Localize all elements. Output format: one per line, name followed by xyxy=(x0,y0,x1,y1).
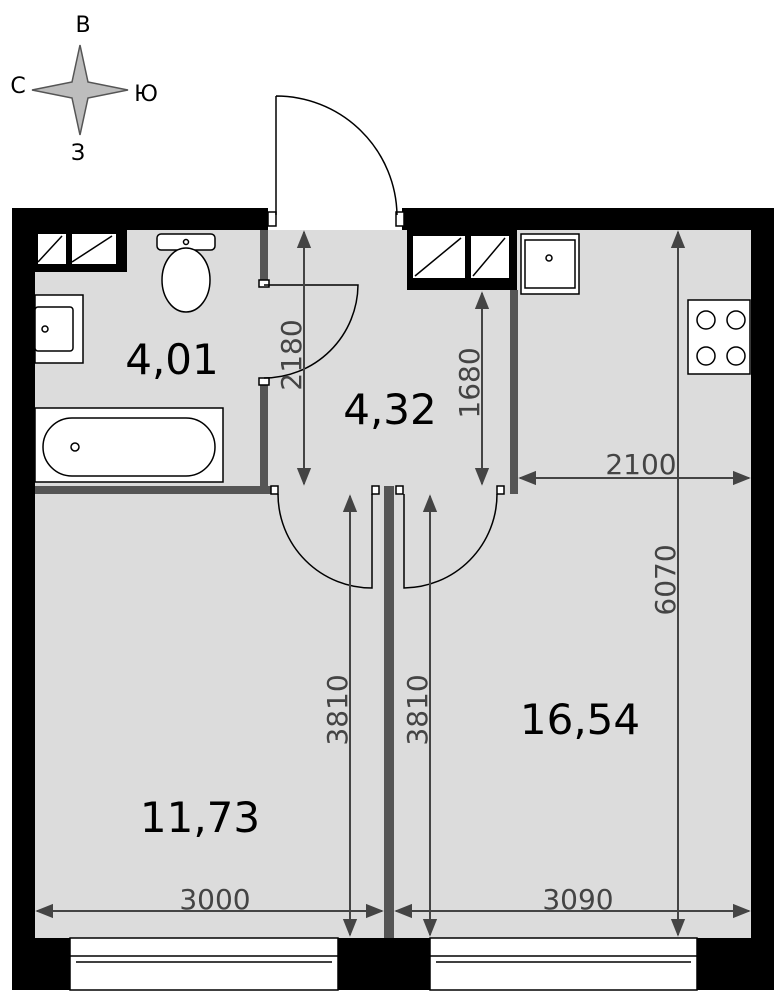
compass-star-icon xyxy=(31,44,129,136)
wall-top-right xyxy=(402,208,774,230)
dimension-lines xyxy=(35,230,751,937)
entrance-door-icon xyxy=(275,95,398,216)
door-jambs xyxy=(258,211,505,495)
bedroom-door-icon xyxy=(277,493,373,589)
partition-bath-hall-upper xyxy=(260,230,268,282)
compass: В С Ю З xyxy=(10,13,158,166)
fixtures xyxy=(34,233,751,483)
area-label-bedroom: 11,73 xyxy=(140,793,260,842)
bathtub-icon xyxy=(34,407,224,483)
dim-label-kitchen-length: 6070 xyxy=(649,544,682,615)
partitions xyxy=(35,230,518,938)
partition-bath-bedroom xyxy=(35,486,275,494)
doors xyxy=(263,95,498,589)
dim-label-kitchen-split: 2100 xyxy=(605,448,676,481)
dim-label-living-width: 3090 xyxy=(542,883,613,916)
area-label-bathroom: 4,01 xyxy=(125,335,219,384)
dim-label-bath-depth: 2180 xyxy=(275,319,308,390)
bathroom-door-icon xyxy=(263,284,359,379)
wall-top-left xyxy=(12,208,268,230)
wall-bottom-middle xyxy=(338,938,430,990)
window-living xyxy=(429,937,698,991)
area-label-hallway: 4,32 xyxy=(343,385,437,434)
compass-south-label: З xyxy=(71,141,85,166)
room-areas: 4,01 4,32 11,73 16,54 xyxy=(125,335,640,842)
dimension-labels: 2180 1680 2100 6070 3810 3810 3000 3090 xyxy=(179,319,682,916)
area-label-kitchen-living: 16,54 xyxy=(520,695,640,744)
dim-label-living-length: 3810 xyxy=(401,674,434,745)
kitchen-sink-icon xyxy=(520,233,580,295)
compass-west-label: С xyxy=(10,74,25,99)
dim-label-hall-depth: 1680 xyxy=(453,347,486,418)
ventilation-shafts xyxy=(35,230,517,290)
wall-bottom-right xyxy=(697,938,774,990)
outer-walls xyxy=(12,208,774,990)
toilet-icon xyxy=(156,233,216,313)
windows xyxy=(69,937,698,991)
dim-label-bedroom-width: 3000 xyxy=(179,883,250,916)
cooktop-icon xyxy=(687,299,751,375)
partition-hall-kitchen xyxy=(510,290,518,494)
partition-bath-hall-lower xyxy=(260,380,268,490)
washbasin-icon xyxy=(34,294,84,364)
dim-label-bedroom-length: 3810 xyxy=(321,674,354,745)
wall-bottom-left xyxy=(12,938,70,990)
wall-left xyxy=(12,208,35,938)
compass-north-label: В xyxy=(75,13,90,38)
window-bedroom xyxy=(69,937,339,991)
compass-east-label: Ю xyxy=(134,82,158,107)
wall-right xyxy=(751,208,774,938)
living-door-icon xyxy=(403,493,498,589)
partition-bedroom-living xyxy=(384,486,394,938)
